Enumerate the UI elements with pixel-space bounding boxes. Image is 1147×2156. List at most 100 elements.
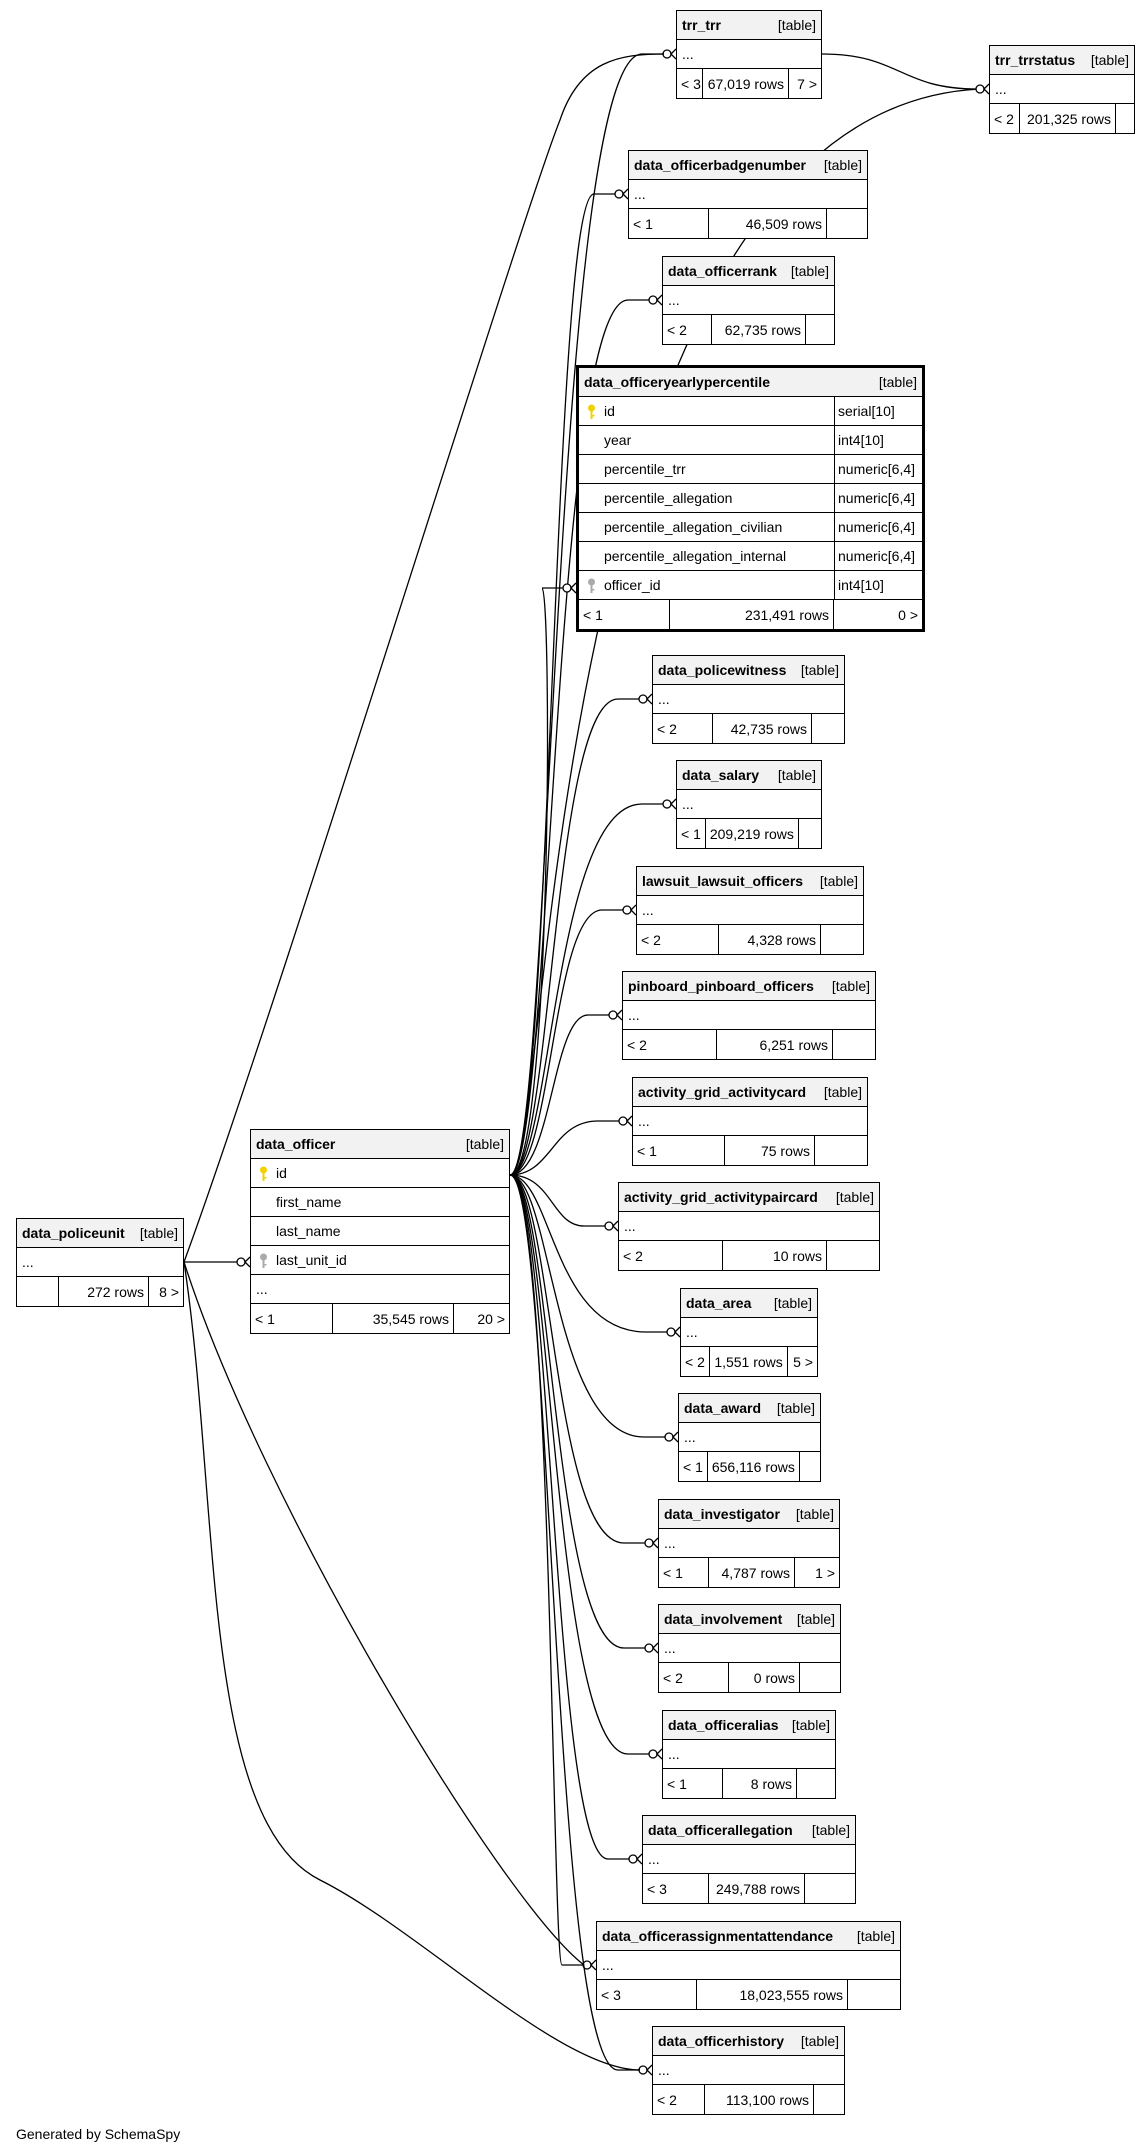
columns-ellipsis: ... [682,796,694,812]
columns-ellipsis-row: ... [679,1423,820,1452]
column-name: percentile_allegation_internal [604,548,787,564]
table-data-officer[interactable]: data_officer [table] id first_name last_… [250,1129,510,1334]
table-activity-grid-activitypaircard[interactable]: activity_grid_activitypaircard[table]...… [618,1182,880,1271]
column-name: id [276,1165,287,1181]
relationship-line [509,1174,640,2071]
columns-ellipsis-row: ... [677,790,821,819]
children-count [827,209,867,238]
children-count [800,1452,820,1481]
table-header: data_officerassignmentattendance[table] [597,1922,900,1951]
column-row: percentile_trr numeric[6,4] [579,455,922,484]
table-name: pinboard_pinboard_officers [628,978,814,994]
table-kind: [table] [465,1136,504,1152]
columns-ellipsis: ... [22,1254,34,1270]
row-count: 272 rows [59,1277,149,1306]
relationship-line [509,1174,650,1755]
children-count [821,925,863,954]
column-type: int4[10] [834,571,922,599]
row-count: 4,787 rows [709,1558,795,1587]
parents-count: < 2 [619,1241,723,1270]
row-count: 42,735 rows [713,714,812,743]
columns-ellipsis: ... [668,292,680,308]
columns-ellipsis-row: ... [597,1951,900,1980]
columns-ellipsis-row: ... [17,1248,183,1277]
columns-ellipsis-row: ... [659,1529,839,1558]
columns-ellipsis-row: ... [659,1634,840,1663]
relationship-line [509,193,616,1176]
relationship-line [509,1014,610,1176]
table-name: data_award [684,1400,762,1416]
table-data-policeunit[interactable]: data_policeunit [table] ... 272 rows 8 > [16,1218,184,1307]
relationship-line [509,1174,646,1544]
foreign-key-icon [260,1253,267,1268]
parents-count: < 1 [663,1769,723,1798]
table-kind: [table] [791,1717,830,1733]
columns-ellipsis-row: ... [623,1001,875,1030]
table-kind: [table] [139,1225,178,1241]
children-count [806,315,834,344]
table-name: data_policeunit [22,1225,125,1241]
columns-ellipsis-row: ... [643,1845,855,1874]
table-header: data_involvement[table] [659,1605,840,1634]
columns-ellipsis-row: ... [251,1275,509,1304]
columns-ellipsis: ... [602,1957,614,1973]
columns-ellipsis: ... [256,1281,268,1297]
table-header: pinboard_pinboard_officers[table] [623,972,875,1001]
children-count [815,1136,867,1165]
table-header: data_officeryearlypercentile [table] [579,368,922,397]
children-count [827,1241,879,1270]
columns-ellipsis: ... [664,1535,676,1551]
children-count: 7 > [797,75,817,92]
relationship-line [509,1174,584,1966]
table-name: lawsuit_lawsuit_officers [642,873,804,889]
column-name: year [604,432,632,448]
table-kind: [table] [796,1611,835,1627]
children-count [800,1663,840,1692]
columns-ellipsis-row: ... [681,1318,817,1347]
table-footer: < 1 231,491 rows 0 > [579,600,922,629]
parents-count: < 1 [679,1452,708,1481]
columns-ellipsis-row: ... [677,40,821,69]
relationship-line [821,53,978,90]
row-count: 1,551 rows [710,1347,788,1376]
columns-ellipsis-row: ... [663,286,834,315]
table-kind: [table] [823,157,862,173]
parents-count: < 2 [623,1030,717,1059]
columns-ellipsis-row: ... [629,180,867,209]
parents-count: < 2 [653,2085,705,2114]
column-type: serial[10] [834,397,922,425]
table-kind: [table] [856,1928,895,1944]
column-name: percentile_allegation [604,490,733,506]
table-data-officerassignmentattendance[interactable]: data_officerassignmentattendance[table].… [596,1921,901,2010]
row-count: 201,325 rows [1020,104,1116,133]
relationship-line [509,1120,620,1176]
parents-count: < 1 [677,819,706,848]
relationship-line [183,1261,585,1966]
table-data-officeryearlypercentile[interactable]: data_officeryearlypercentile [table] id … [576,365,925,632]
table-header: data_salary[table] [677,761,821,790]
footer-credit: Generated by SchemaSpy [16,2126,181,2142]
table-header: data_officerhistory[table] [653,2027,844,2056]
